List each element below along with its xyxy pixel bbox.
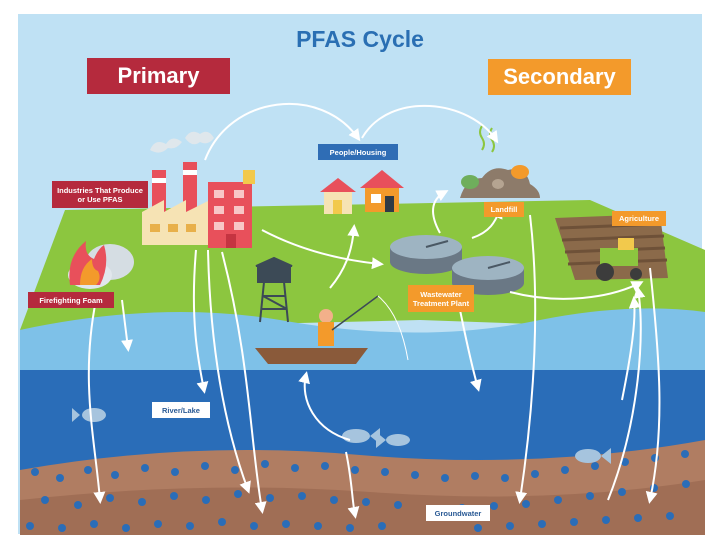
- agriculture-label: Agriculture: [612, 211, 666, 226]
- farm-field-illustration: [555, 214, 668, 281]
- pfas-flow-arrows: [87, 102, 661, 519]
- groundwater-label: Groundwater: [426, 505, 490, 521]
- primary-banner: Primary: [87, 58, 230, 94]
- firefighting-foam-label: Firefighting Foam: [28, 292, 114, 308]
- page-title: PFAS Cycle: [296, 26, 424, 52]
- wastewater-tanks-illustration: [390, 235, 524, 295]
- boat-illustration: [255, 295, 409, 364]
- water-tower-illustration: [255, 256, 293, 323]
- fire-illustration: [68, 241, 134, 289]
- landfill-label: Landfill: [484, 202, 524, 217]
- soil-layer-dark: [20, 480, 705, 535]
- river-lake-label: River/Lake: [152, 402, 210, 418]
- landfill-illustration: [460, 125, 540, 198]
- industries-label: Industries That Produce or Use PFAS: [52, 181, 148, 208]
- people-housing-label: People/Housing: [318, 144, 398, 160]
- factory-illustration: [142, 131, 255, 248]
- secondary-banner: Secondary: [488, 59, 631, 95]
- houses-illustration: [320, 170, 404, 214]
- wastewater-plant-label: Wastewater Treatment Plant: [408, 285, 474, 312]
